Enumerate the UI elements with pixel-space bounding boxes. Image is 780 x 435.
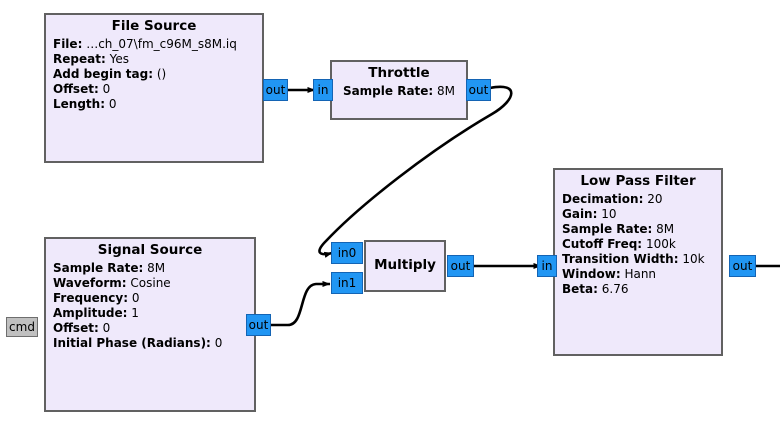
param-key: Decimation: (562, 192, 644, 206)
param-row-amplitude: Amplitude: 1 (53, 306, 247, 321)
param-row-beta: Beta: 6.76 (562, 282, 714, 297)
param-key: Frequency: (53, 291, 129, 305)
port-throttle-in[interactable]: in (313, 79, 333, 101)
block-title-signal-source: Signal Source (97, 242, 203, 258)
param-row-sample-rate: Sample Rate: 8M (53, 261, 247, 276)
param-key: Window: (562, 267, 621, 281)
port-low-pass-filter-in[interactable]: in (537, 255, 557, 277)
param-value: 8M (656, 222, 675, 236)
block-signal-source[interactable]: Signal Source Sample Rate: 8M Waveform: … (44, 237, 256, 412)
param-value: Yes (109, 52, 129, 66)
param-row-gain: Gain: 10 (562, 207, 714, 222)
param-value: 0 (102, 321, 111, 335)
param-row-repeat: Repeat: Yes (53, 52, 255, 67)
param-value: 0 (131, 291, 140, 305)
param-row-offset: Offset: 0 (53, 82, 255, 97)
port-file-source-out[interactable]: out (263, 79, 288, 101)
param-value: Hann (624, 267, 657, 281)
param-row-sample-rate: Sample Rate: 8M (339, 84, 459, 99)
param-key: Initial Phase (Radians): (53, 336, 211, 350)
param-key: Repeat: (53, 52, 106, 66)
param-key: Amplitude: (53, 306, 128, 320)
param-key: Sample Rate: (562, 222, 653, 236)
param-value: 10k (682, 252, 705, 266)
block-file-source[interactable]: File Source File: …ch_07\fm_c96M_s8M.iq … (44, 13, 264, 163)
port-multiply-out[interactable]: out (447, 255, 474, 277)
param-row-transition-width: Transition Width: 10k (562, 252, 714, 267)
param-key: Cutoff Freq: (562, 237, 643, 251)
param-value: 8M (147, 261, 166, 275)
param-key: Beta: (562, 282, 598, 296)
param-row-offset: Offset: 0 (53, 321, 247, 336)
block-title-low-pass-filter: Low Pass Filter (580, 173, 696, 189)
param-value: 100k (645, 237, 676, 251)
param-row-cutoff-freq: Cutoff Freq: 100k (562, 237, 714, 252)
param-row-decimation: Decimation: 20 (562, 192, 714, 207)
param-value: 20 (647, 192, 663, 206)
param-row-length: Length: 0 (53, 97, 255, 112)
param-key: Add begin tag: (53, 67, 154, 81)
param-key: Waveform: (53, 276, 127, 290)
param-key: Length: (53, 97, 105, 111)
param-key: Sample Rate: (342, 84, 434, 98)
port-low-pass-filter-out[interactable]: out (729, 255, 756, 277)
param-row-file: File: …ch_07\fm_c96M_s8M.iq (53, 37, 255, 52)
param-row-waveform: Waveform: Cosine (53, 276, 247, 291)
port-throttle-out[interactable]: out (466, 79, 491, 101)
block-title-throttle: Throttle (368, 65, 430, 81)
block-title-file-source: File Source (111, 18, 197, 34)
param-row-initial-phase: Initial Phase (Radians): 0 (53, 336, 247, 351)
param-value: 0 (214, 336, 223, 350)
param-value: 8M (437, 84, 456, 98)
block-throttle[interactable]: Throttle Sample Rate: 8M (330, 60, 468, 120)
param-key: Sample Rate: (53, 261, 144, 275)
param-value: Cosine (130, 276, 171, 290)
port-multiply-in1[interactable]: in1 (331, 272, 363, 294)
param-value: 10 (601, 207, 617, 221)
param-value: 6.76 (601, 282, 629, 296)
param-row-window: Window: Hann (562, 267, 714, 282)
block-low-pass-filter[interactable]: Low Pass Filter Decimation: 20 Gain: 10 … (553, 168, 723, 356)
param-key: Offset: (53, 82, 99, 96)
param-value: () (156, 67, 167, 81)
param-key: Gain: (562, 207, 598, 221)
param-row-sample-rate: Sample Rate: 8M (562, 222, 714, 237)
port-signal-source-out[interactable]: out (246, 314, 271, 336)
param-row-add-begin-tag: Add begin tag: () (53, 67, 255, 82)
param-value: 0 (108, 97, 117, 111)
param-row-frequency: Frequency: 0 (53, 291, 247, 306)
param-value: …ch_07\fm_c96M_s8M.iq (86, 37, 237, 51)
block-title-multiply: Multiply (374, 256, 436, 273)
wire-signal-source-to-multiply-in1 (271, 280, 331, 327)
port-multiply-in0[interactable]: in0 (331, 242, 363, 264)
port-signal-source-cmd[interactable]: cmd (6, 317, 38, 337)
param-key: Transition Width: (562, 252, 679, 266)
param-value: 0 (102, 82, 111, 96)
block-multiply[interactable]: Multiply (364, 240, 446, 292)
param-key: File: (53, 37, 83, 51)
param-value: 1 (131, 306, 139, 320)
param-key: Offset: (53, 321, 99, 335)
